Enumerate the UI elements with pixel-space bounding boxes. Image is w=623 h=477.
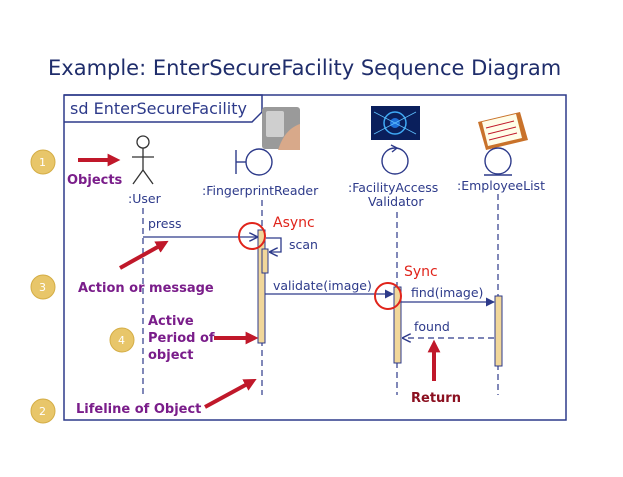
annotation-objects: 1 Objects [30, 149, 123, 188]
annotation-action-text: Action or message [78, 281, 214, 296]
annotation-active-line3: object [148, 348, 193, 363]
lifeline-user-label: :User [128, 191, 162, 206]
lifeline-reader-label: :FingerprintReader [202, 183, 319, 198]
async-label: Async [273, 215, 315, 231]
svg-text:3: 3 [39, 281, 46, 294]
annotation-objects-text: Objects [67, 173, 123, 188]
boundary-icon [235, 148, 273, 176]
lifeline-arrow [204, 378, 257, 409]
control-icon [381, 144, 409, 175]
message-scan-label: scan [289, 237, 318, 252]
annotation-active: 4 Active Period of object [109, 314, 215, 363]
annotation-lifeline: 2 Lifeline of Object [30, 398, 201, 424]
annotation-active-line2: Period of [148, 331, 215, 346]
message-scan-arrow [266, 237, 282, 252]
svg-text:4: 4 [118, 334, 125, 347]
entity-icon [484, 147, 512, 176]
async-highlight-circle [238, 222, 266, 250]
lifeline-validator-label-2: Validator [368, 194, 424, 209]
return-label: Return [411, 391, 461, 406]
sync-label: Sync [404, 264, 438, 280]
network-image-icon [371, 106, 420, 140]
message-found-label: found [414, 319, 450, 334]
lifeline-validator-label-1: :FacilityAccess [348, 180, 438, 195]
user-actor-icon [132, 135, 154, 185]
message-validate-label: validate(image) [273, 278, 372, 293]
annotation-lifeline-text: Lifeline of Object [76, 402, 201, 417]
sync-highlight-circle [374, 282, 402, 310]
frame-label: sd EnterSecureFacility [70, 99, 247, 118]
annotation-active-line1: Active [148, 314, 194, 329]
page-title: Example: EnterSecureFacility Sequence Di… [48, 56, 562, 80]
activation-reader-scan [261, 248, 269, 274]
message-find-label: find(image) [411, 285, 483, 300]
annotation-action: 3 Action or message [30, 274, 214, 300]
fingerprint-scanner-icon [262, 107, 300, 150]
action-arrow [119, 240, 169, 270]
lifeline-employees-label: :EmployeeList [457, 178, 545, 193]
clipboard-icon [478, 112, 528, 150]
svg-text:1: 1 [39, 156, 46, 169]
sd-frame [63, 94, 567, 421]
svg-text:2: 2 [39, 405, 46, 418]
activation-employees [494, 295, 503, 367]
message-press-label: press [148, 216, 182, 231]
activation-reader [257, 229, 266, 344]
